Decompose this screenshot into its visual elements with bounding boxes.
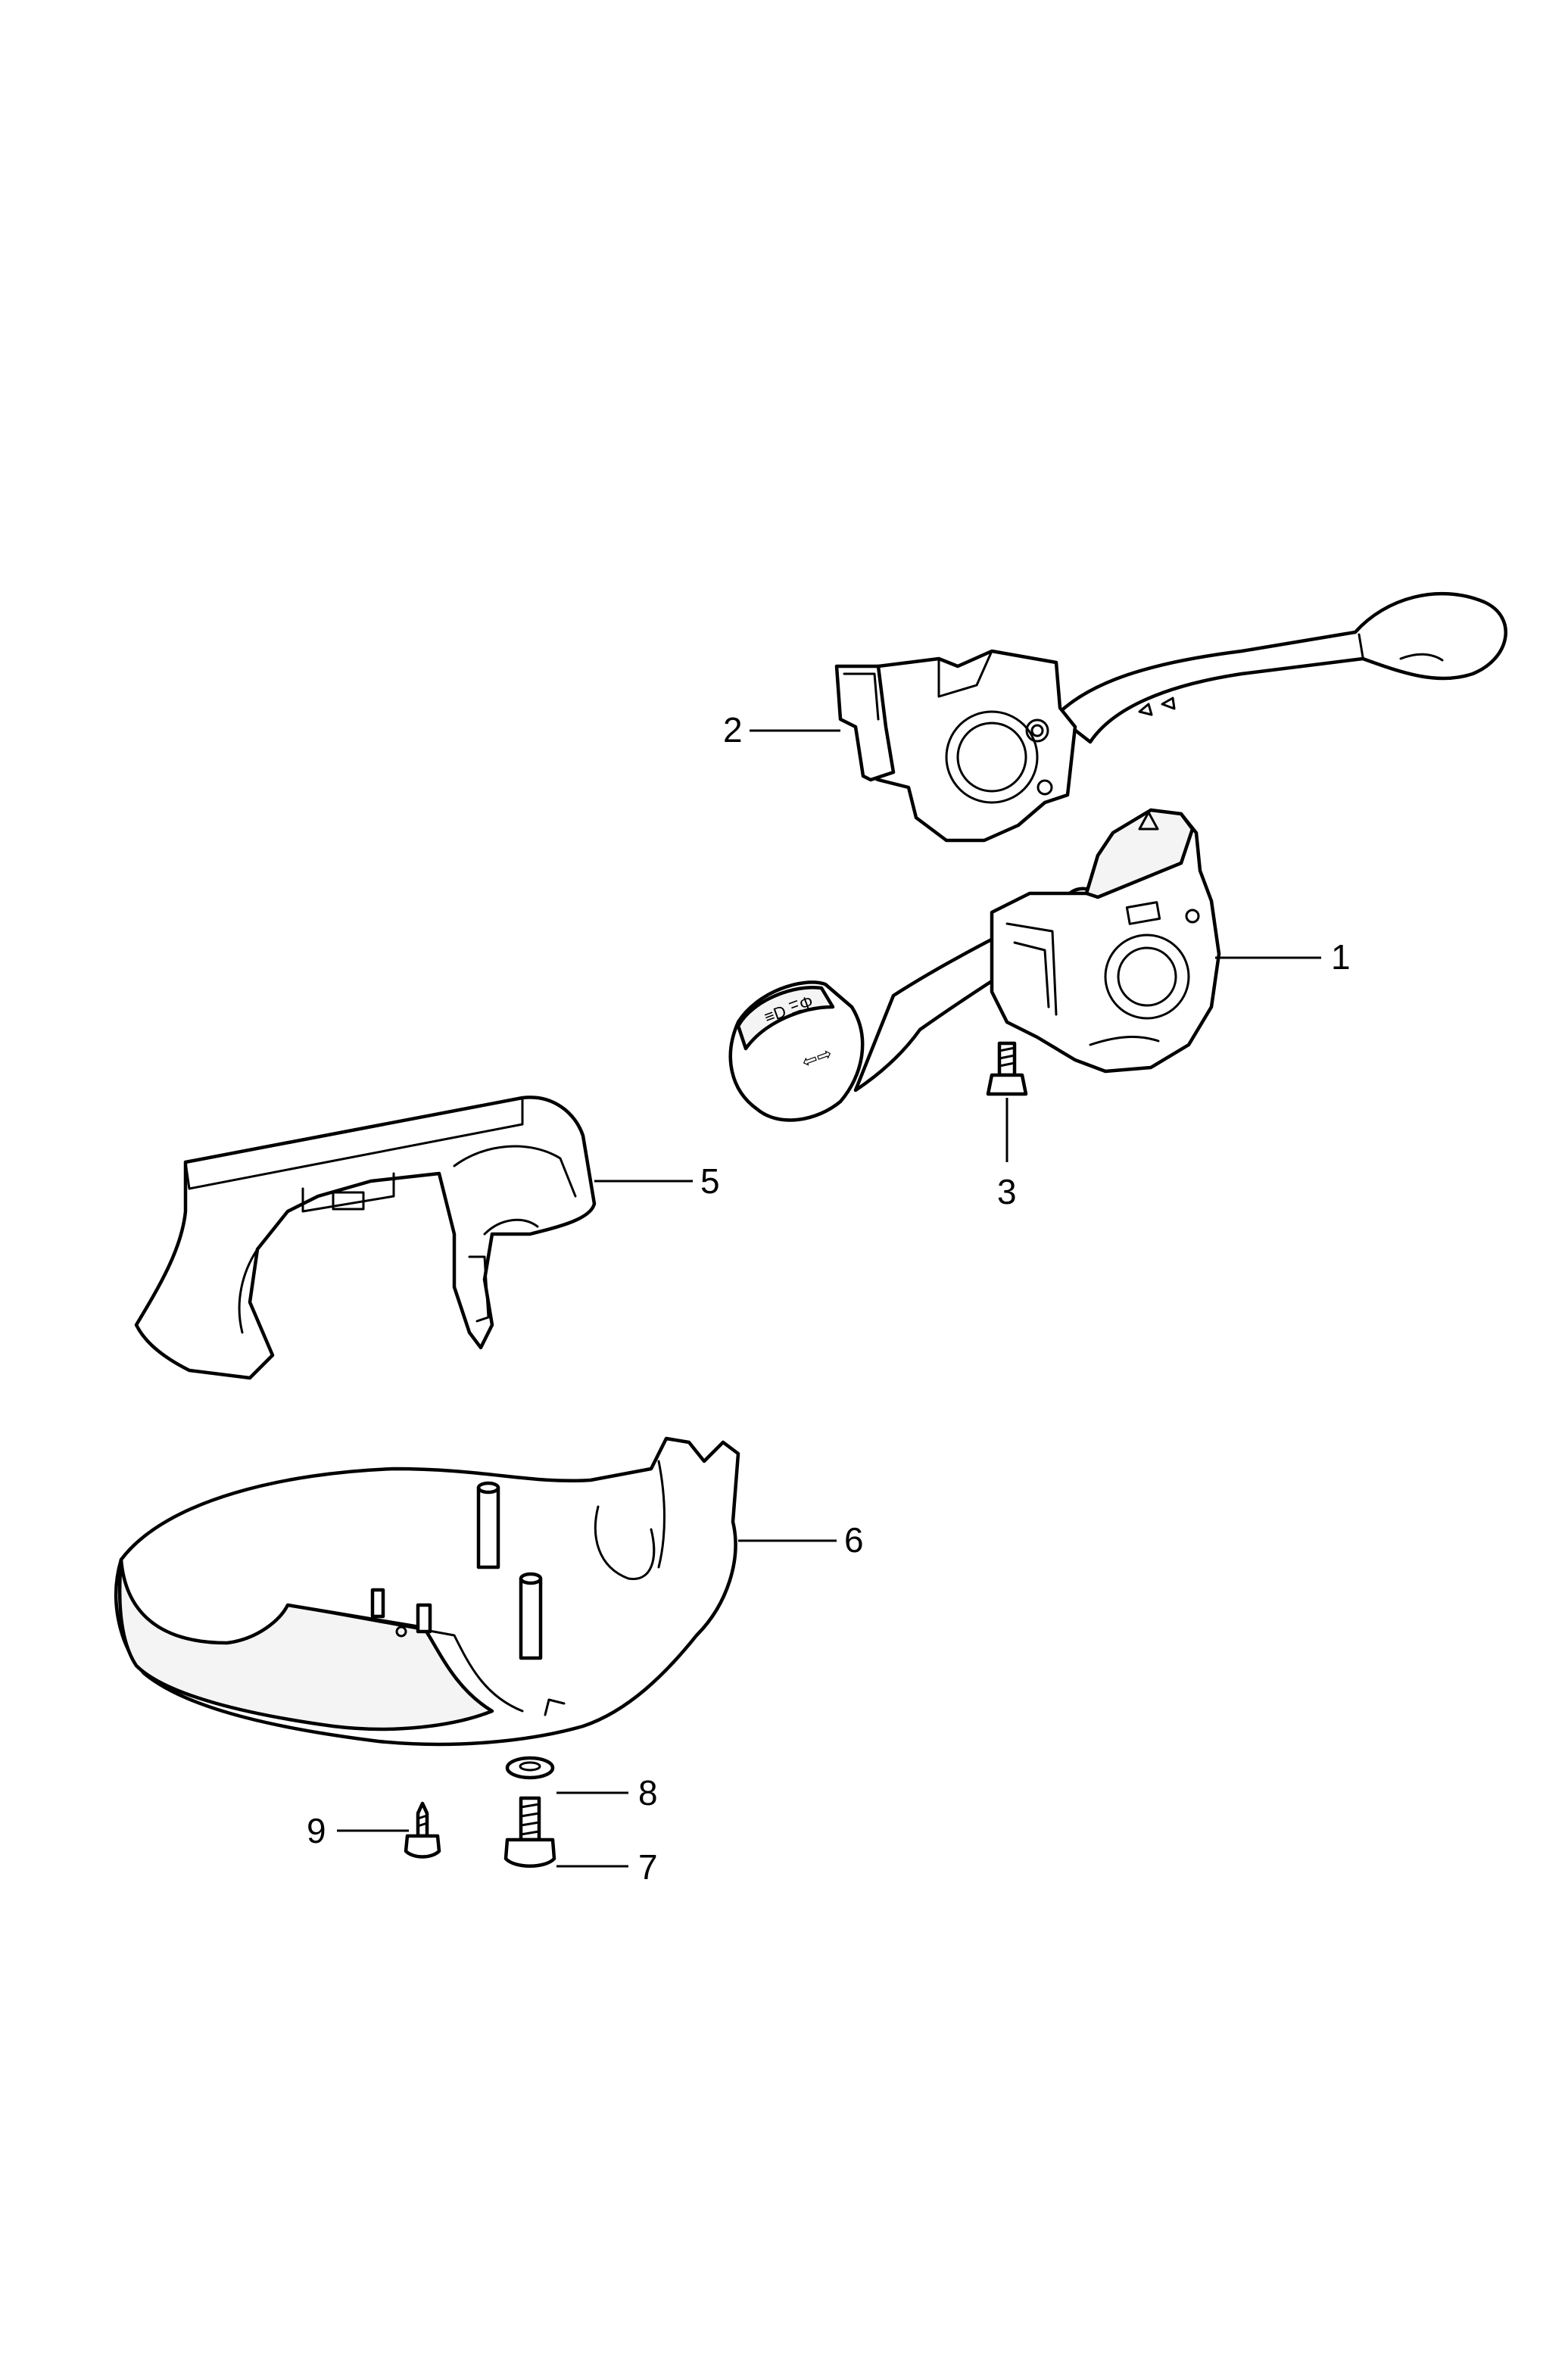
- callout-8: 8: [638, 1773, 658, 1813]
- callout-7: 7: [638, 1847, 658, 1887]
- part-1-turn-signal-switch: ≡D ΞΦ ⇦⇨: [728, 808, 1221, 1122]
- part-8-washer: [505, 1756, 555, 1780]
- callout-3: 3: [997, 1172, 1017, 1211]
- part-6-lower-cover: [114, 1436, 740, 1747]
- part-5-upper-cover: [134, 1096, 597, 1380]
- callout-5: 5: [700, 1161, 720, 1201]
- callout-9: 9: [307, 1811, 326, 1850]
- part-2-wiper-switch: [834, 591, 1507, 843]
- callout-2: 2: [723, 710, 743, 750]
- callout-6: 6: [844, 1520, 864, 1560]
- callout-1: 1: [1331, 937, 1351, 977]
- part-3-screw: [986, 1041, 1028, 1096]
- part-9-screw: [404, 1801, 441, 1859]
- part-7-bolt: [503, 1796, 556, 1868]
